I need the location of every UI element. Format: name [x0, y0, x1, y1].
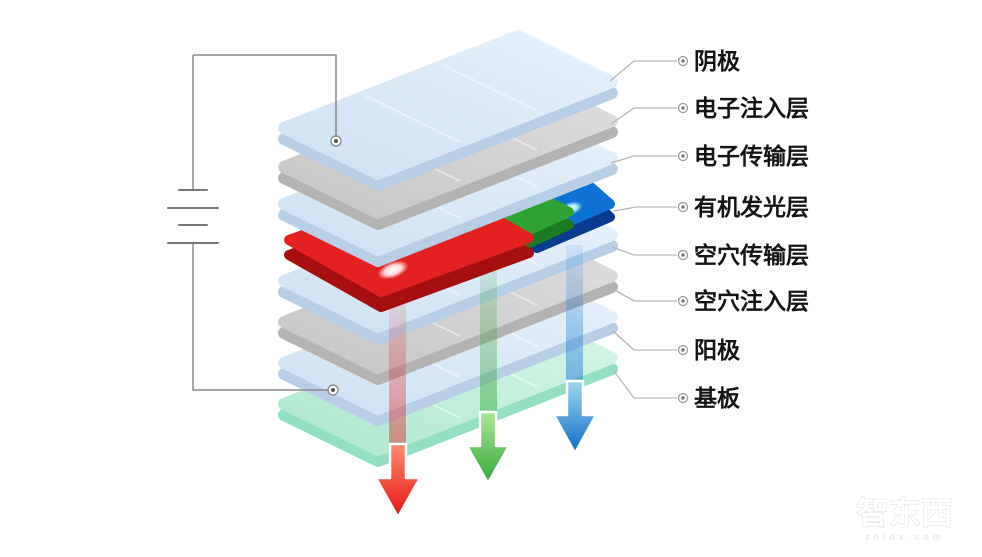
layer-label-anode: 阳极 — [694, 337, 740, 363]
circuit-wire-top — [193, 54, 337, 137]
leader-line-hole-injection — [612, 288, 677, 302]
circuit-wire-bottom — [192, 243, 328, 391]
circle-bullet-icon — [677, 150, 689, 162]
circle-bullet-icon — [677, 392, 689, 404]
leader-line-hole-transport — [611, 246, 677, 256]
light-beam-red — [389, 303, 406, 450]
circle-bullet-icon — [677, 249, 689, 261]
connection-dot-anode — [327, 384, 339, 396]
leader-lines — [609, 60, 677, 399]
label-bullets — [677, 55, 689, 404]
leader-line-cathode — [609, 60, 677, 82]
layer-slab-cathode — [278, 30, 618, 191]
layer-label-hole-transport: 空穴传输层 — [694, 242, 809, 268]
layer-label-electron-injection: 电子注入层 — [694, 95, 809, 121]
glow-spot-red — [377, 260, 409, 280]
circle-bullet-icon — [677, 102, 689, 114]
circle-bullet-icon — [677, 344, 689, 356]
light-beam-blue — [566, 245, 583, 387]
light-beams — [389, 245, 583, 450]
watermark-logo-text: 智东西 — [857, 495, 953, 531]
battery-icon — [167, 189, 219, 244]
green-arrow-down-icon — [465, 410, 511, 485]
circle-bullet-icon — [677, 295, 689, 307]
leader-line-anode — [612, 330, 677, 351]
layer-label-electron-transport: 电子传输层 — [694, 143, 809, 169]
circle-bullet-icon — [677, 55, 689, 67]
leader-line-electron-transport — [610, 155, 677, 164]
light-beam-green — [480, 258, 497, 418]
power-circuit — [167, 54, 342, 396]
connection-dot-cathode — [330, 135, 342, 147]
light-arrows — [374, 379, 598, 519]
layer-label-hole-injection: 空穴注入层 — [694, 288, 809, 314]
watermark: 智东西 zhidx.com — [857, 495, 954, 542]
circle-bullet-icon — [677, 201, 689, 213]
watermark-url-text: zhidx.com — [865, 532, 945, 542]
layer-label-cathode: 阴极 — [694, 48, 740, 74]
layer-label-emissive: 有机发光层 — [694, 194, 809, 220]
red-arrow-down-icon — [374, 442, 422, 519]
blue-arrow-down-icon — [552, 379, 598, 455]
layer-label-substrate: 基板 — [694, 385, 741, 411]
layer-labels: 阴极 电子注入层 电子传输层 有机发光层 空穴传输层 空穴注入层 阳极 基板 — [694, 48, 809, 411]
leader-line-emissive — [613, 206, 677, 212]
leader-line-electron-injection — [610, 107, 677, 125]
leader-line-substrate — [613, 370, 677, 399]
